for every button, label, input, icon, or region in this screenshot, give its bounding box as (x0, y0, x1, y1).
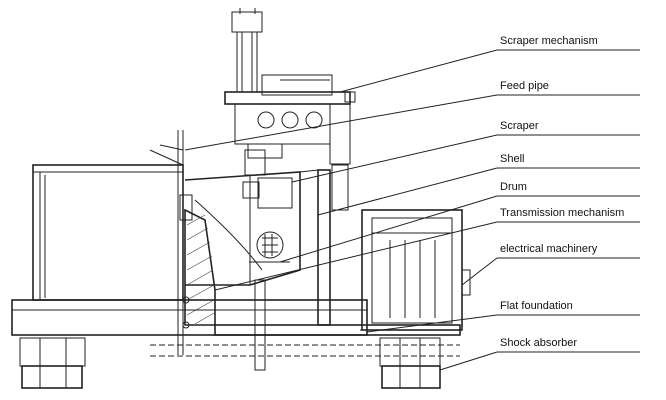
motor (361, 209, 471, 331)
flat-foundation (11, 279, 462, 371)
label-shell: Shell (500, 153, 524, 165)
label-flat-foundation: Flat foundation (500, 300, 573, 312)
shock-absorbers (19, 337, 441, 389)
label-scraper: Scraper (500, 120, 539, 132)
label-drum: Drum (500, 181, 527, 193)
label-shock-absorber: Shock absorber (500, 337, 577, 349)
spindle-housing (179, 194, 216, 329)
label-electrical-machinery: electrical machinery (500, 243, 598, 255)
label-transmission-mechanism: Transmission mechanism (500, 207, 624, 219)
label-scraper-mechanism: Scraper mechanism (500, 35, 598, 47)
left-housing (32, 130, 184, 355)
label-feed-pipe: Feed pipe (500, 80, 549, 92)
leader-lines (184, 49, 640, 371)
scraper-mechanism (224, 8, 356, 211)
